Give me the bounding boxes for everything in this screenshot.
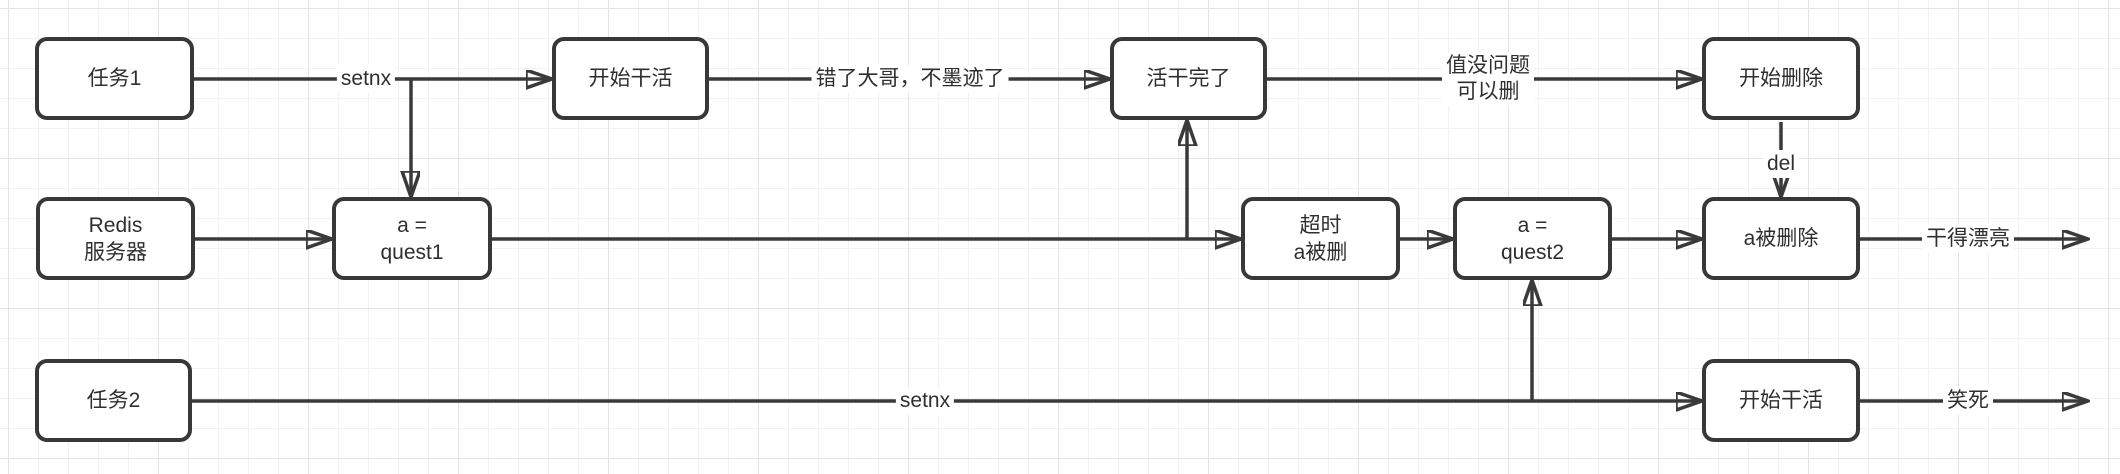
edge-label-del: del bbox=[1762, 150, 1800, 178]
node-a-deleted[interactable]: a被删除 bbox=[1702, 197, 1860, 280]
edge-label-setnx-2: setnx bbox=[895, 387, 955, 415]
node-a-quest1[interactable]: a = quest1 bbox=[332, 197, 492, 280]
node-start-delete[interactable]: 开始删除 bbox=[1702, 37, 1860, 120]
node-timeout-a-deleted[interactable]: 超时 a被删 bbox=[1241, 197, 1400, 280]
edge-label-well-done: 干得漂亮 bbox=[1922, 225, 2014, 253]
node-redis-server[interactable]: Redis 服务器 bbox=[36, 197, 195, 280]
node-task1[interactable]: 任务1 bbox=[35, 37, 194, 120]
node-start-work-1[interactable]: 开始干活 bbox=[552, 37, 709, 120]
edge-label-value-ok: 值没问题 可以删 bbox=[1442, 52, 1534, 106]
edge-label-setnx-1: setnx bbox=[336, 65, 396, 93]
edge-label-wrong-bro: 错了大哥，不墨迹了 bbox=[811, 65, 1009, 93]
edge-label-laugh: 笑死 bbox=[1943, 387, 1993, 415]
node-a-quest2[interactable]: a = quest2 bbox=[1453, 197, 1612, 280]
node-start-work-2[interactable]: 开始干活 bbox=[1702, 359, 1860, 442]
node-task2[interactable]: 任务2 bbox=[35, 359, 192, 442]
node-work-done[interactable]: 活干完了 bbox=[1110, 37, 1267, 120]
